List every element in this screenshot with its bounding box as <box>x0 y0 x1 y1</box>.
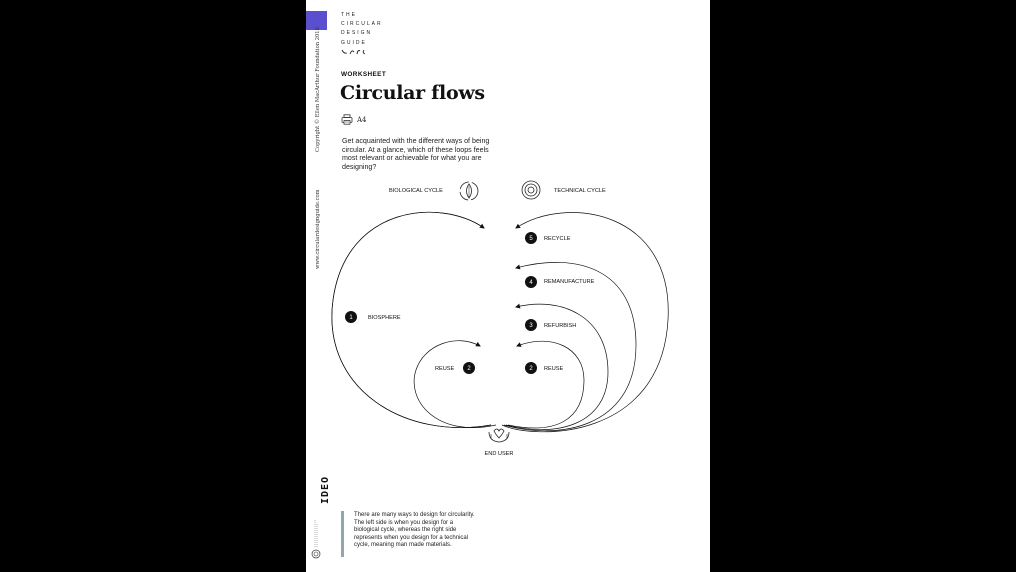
left-reuse-loop <box>413 340 497 428</box>
technical-cycle-label: TECHNICAL CYCLE <box>554 188 606 194</box>
footnote-text: There are many ways to design for circul… <box>354 512 475 549</box>
step-number-badge <box>463 362 475 374</box>
worksheet-page: THE CIRCULAR DESIGN GUIDE Copyright © El… <box>306 0 710 572</box>
ideo-logo: IDEO <box>320 475 331 504</box>
circular-design-guide-mark-icon <box>341 49 366 55</box>
intro-text: Get acquainted with the different ways o… <box>342 137 490 171</box>
concentric-circles-icon <box>521 180 541 200</box>
step-label: REMANUFACTURE <box>544 279 595 285</box>
refurbish-step: 3 REFURBISH <box>525 319 576 331</box>
step-label: BIOSPHERE <box>368 315 401 321</box>
recycle-loop <box>501 212 669 433</box>
step-label: REUSE <box>544 366 564 372</box>
step-number: 4 <box>529 280 533 286</box>
step-number: 3 <box>529 323 533 329</box>
end-user-label: END USER <box>485 451 514 457</box>
brand-line: DESIGN <box>341 30 373 37</box>
remanufacture-step: 4 REMANUFACTURE <box>525 276 595 288</box>
printer-icon <box>341 114 353 125</box>
step-number: 5 <box>529 236 533 242</box>
circular-flows-diagram: BIOLOGICAL CYCLE TECHNICAL CYCLE 1 BIOSP… <box>331 180 669 457</box>
worksheet-label: WORKSHEET <box>341 71 387 78</box>
paper-size-label: A4 <box>357 116 367 124</box>
remanufacture-loop <box>503 262 637 432</box>
step-number-badge <box>525 232 537 244</box>
brand-wordmark: THE CIRCULAR DESIGN GUIDE <box>341 11 383 48</box>
step-number-badge <box>345 311 357 323</box>
page-title: Circular flows <box>340 82 485 104</box>
step-number: 2 <box>467 366 471 372</box>
brand-line: CIRCULAR <box>341 21 383 28</box>
step-number: 1 <box>349 315 353 321</box>
step-number-badge <box>525 319 537 331</box>
right-reuse-loop <box>507 340 585 429</box>
recycle-step: 5 RECYCLE <box>525 232 571 244</box>
left-reuse-step: REUSE 2 <box>435 362 475 374</box>
step-number-badge <box>525 362 537 374</box>
biosphere-loop-arrow <box>331 211 492 428</box>
brand-line: THE <box>341 12 357 18</box>
note-accent-bar <box>341 511 344 557</box>
step-label: RECYCLE <box>544 236 571 242</box>
biosphere-step: 1 BIOSPHERE <box>345 311 401 323</box>
leaf-cycle-icon <box>459 181 479 201</box>
accent-bar <box>306 11 327 30</box>
step-number-badge <box>525 276 537 288</box>
foundation-logo-icon <box>311 520 321 559</box>
refurbish-loop <box>505 303 609 431</box>
brand-line: GUIDE <box>341 39 367 46</box>
step-number: 2 <box>529 366 533 372</box>
hands-heart-icon <box>488 428 510 443</box>
copyright-text: Copyright © Ellen MacArthur Foundation 2… <box>315 27 321 152</box>
step-label: REFURBISH <box>544 323 576 329</box>
step-label: REUSE <box>435 366 455 372</box>
right-reuse-step: 2 REUSE <box>525 362 564 374</box>
biological-cycle-label: BIOLOGICAL CYCLE <box>389 188 443 194</box>
